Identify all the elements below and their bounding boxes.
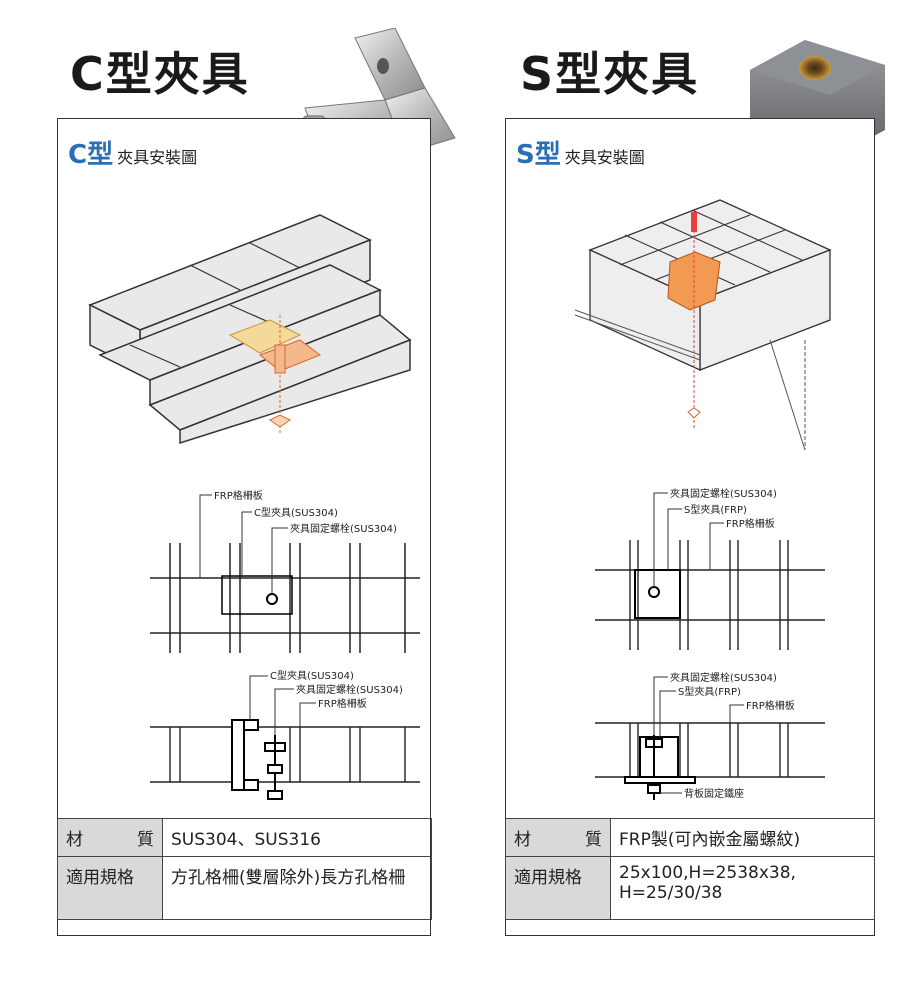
s-plan-view: 夾具固定螺栓(SUS304) S型夾具(FRP) FRP格柵板 [595,487,825,650]
c-spec-row-material: 材 質 SUS304、SUS316 [57,818,432,857]
c-section-view: C型夾具(SUS304) 夾具固定螺栓(SUS304) FRP格柵板 [150,669,420,800]
s-usage-label: 適用規格 [505,856,611,920]
s-section-label-bolt: 夾具固定螺栓(SUS304) [670,671,777,684]
s-plan-label-grating: FRP格柵板 [726,517,775,530]
c-diagram-title: 夾具安裝圖 [117,148,198,167]
c-usage-label: 適用規格 [57,856,163,920]
s-material-value: FRP製(可內嵌金屬螺紋) [610,818,875,857]
s-spec-row-usage: 適用規格 25x100,H=2538x38, H=25/30/38 [505,856,875,920]
c-plan-label-clamp: C型夾具(SUS304) [254,506,338,519]
s-section-label-base: 背板固定鐵座 [684,787,744,800]
c-diagram-heading: C型夾具安裝圖 [68,134,197,171]
c-section-label-clamp: C型夾具(SUS304) [270,669,354,682]
s-usage-value-line2: H=25/30/38 [619,883,723,903]
s-diagram-heading: S型夾具安裝圖 [516,134,645,171]
s-section-view: 夾具固定螺栓(SUS304) S型夾具(FRP) FRP格柵板 背板固定鐵座 [595,671,825,800]
s-isometric-illustration [574,199,832,451]
c-section-label-bolt: 夾具固定螺栓(SUS304) [296,683,403,696]
c-plan-view: FRP格柵板 C型夾具(SUS304) 夾具固定螺栓(SUS304) [150,489,420,653]
c-plan-label-bolt: 夾具固定螺栓(SUS304) [290,522,397,535]
s-diagram-kind: S型 [516,140,561,170]
c-plan-label-grating: FRP格柵板 [214,489,263,502]
c-material-value: SUS304、SUS316 [162,818,432,857]
s-section-label-grating: FRP格柵板 [746,699,795,712]
c-usage-value: 方孔格柵(雙層除外)長方孔格柵 [162,856,432,920]
s-spec-table: 材 質 FRP製(可內嵌金屬螺紋) 適用規格 25x100,H=2538x38,… [505,818,875,920]
c-section-label-grating: FRP格柵板 [318,697,367,710]
c-material-label: 材 質 [57,818,163,857]
s-section-label-clamp: S型夾具(FRP) [678,685,741,698]
s-clamp-title: S型夾具 [520,47,700,101]
c-spec-row-usage: 適用規格 方孔格柵(雙層除外)長方孔格柵 [57,856,432,920]
c-diagram-kind: C型 [68,140,114,170]
s-usage-value: 25x100,H=2538x38, H=25/30/38 [610,856,875,920]
c-clamp-title: C型夾具 [70,47,250,101]
s-material-label: 材 質 [505,818,611,857]
s-plan-label-bolt: 夾具固定螺栓(SUS304) [670,487,777,500]
c-isometric-illustration [88,214,412,445]
s-spec-row-material: 材 質 FRP製(可內嵌金屬螺紋) [505,818,875,857]
c-spec-table: 材 質 SUS304、SUS316 適用規格 方孔格柵(雙層除外)長方孔格柵 [57,818,432,920]
s-plan-label-clamp: S型夾具(FRP) [684,503,747,516]
s-usage-value-line1: 25x100,H=2538x38, [619,863,796,883]
s-diagram-title: 夾具安裝圖 [564,148,645,167]
